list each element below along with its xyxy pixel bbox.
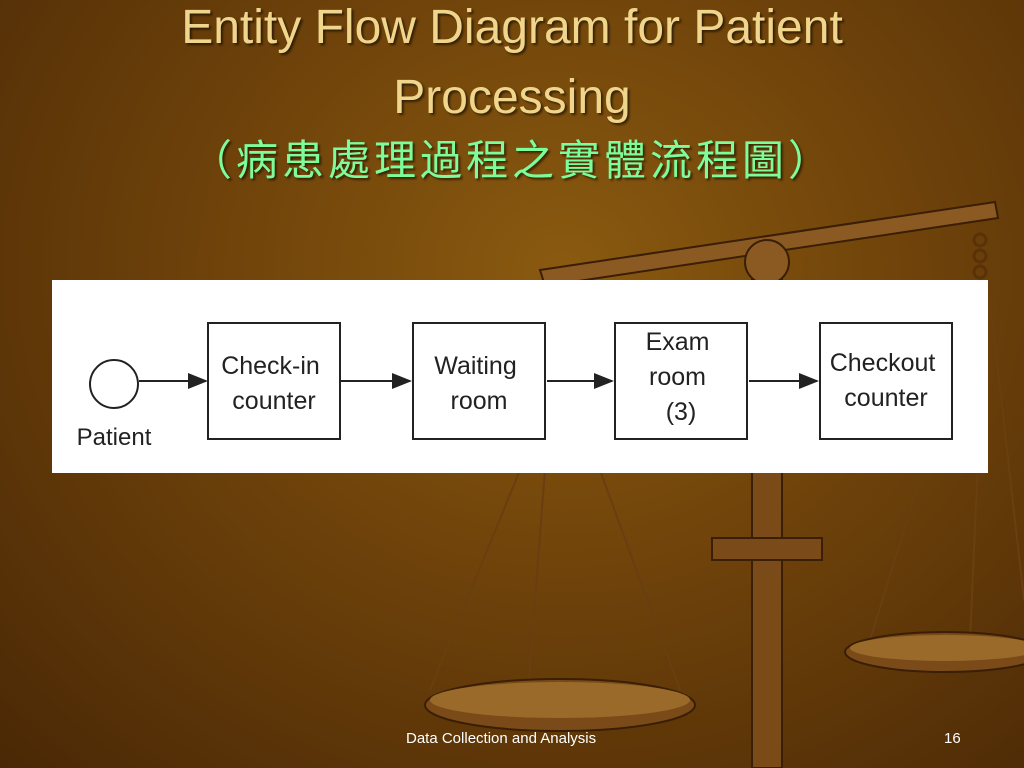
- waiting-room-box: [412, 322, 546, 440]
- checkin-counter-label: Check-in counter: [221, 352, 327, 415]
- flow-diagram-panel: Patient Check-in counter Waiting room Ex…: [52, 280, 988, 473]
- patient-entity-circle: [89, 359, 139, 409]
- checkin-counter-box: [207, 322, 341, 440]
- slide-title-line-1: Entity Flow Diagram for Patient: [181, 1, 843, 54]
- exam-room-box: [614, 322, 748, 440]
- checkout-counter-label: Checkout counter: [830, 349, 943, 412]
- slide-subtitle-chinese: （病患處理過程之實體流程圖）: [189, 136, 834, 185]
- entity-flow-diagram: Patient Check-in counter Waiting room Ex…: [77, 322, 953, 451]
- patient-label: Patient: [77, 424, 152, 451]
- exam-room-label: Exam room (3): [646, 328, 717, 426]
- footer-presentation-title: Data Collection and Analysis: [406, 730, 597, 747]
- checkout-counter-box: [819, 322, 953, 440]
- footer-page-number: 16: [944, 730, 961, 747]
- slide-title-line-2: Processing: [393, 71, 631, 124]
- waiting-room-label: Waiting room: [434, 352, 523, 415]
